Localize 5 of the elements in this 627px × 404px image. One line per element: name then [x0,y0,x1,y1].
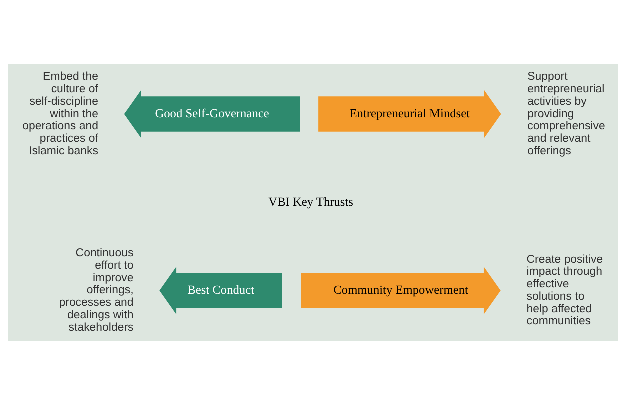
label: VBI Key Thrusts [268,194,354,208]
node-label: Create positive impact through effective solutions to help affected communities [526,253,604,328]
node-label: Embed the culture of self-discipline within the operations and practices of Islamic banks [22,70,98,157]
node-label: Continuous effort to improve offerings, processes and dealings with stakeholders [59,247,134,334]
node-label: Support entrepreneurial activities by providing comprehensive and relevant offerings [528,70,606,157]
